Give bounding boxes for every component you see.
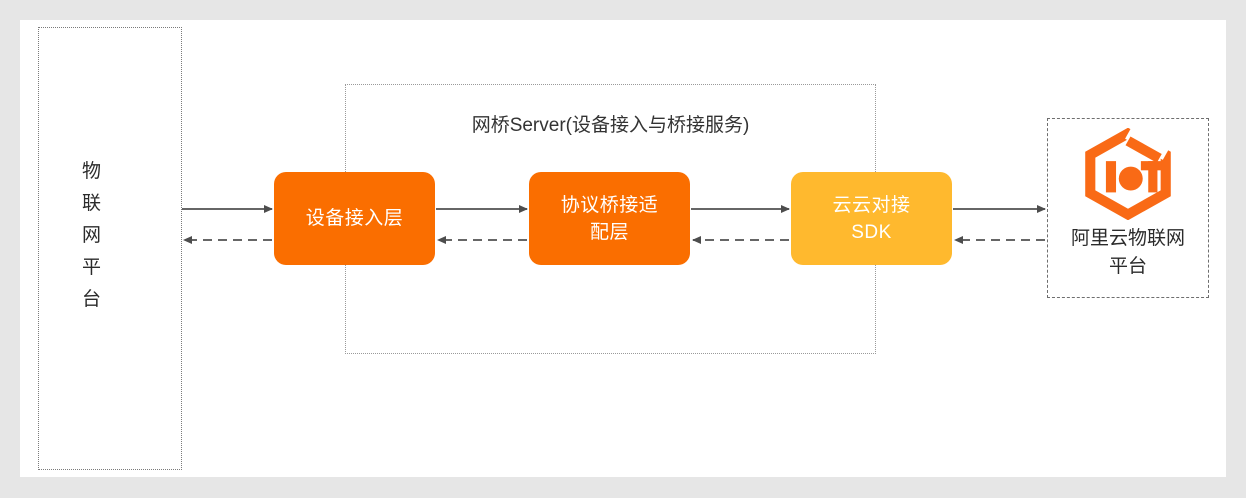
cloud-to-cloud-sdk-box[interactable]: 云云对接 SDK xyxy=(791,172,952,265)
alibaba-cloud-iot-platform-label: 阿里云物联网 平台 xyxy=(1070,228,1185,277)
iot-hexagon-logo-icon xyxy=(1082,127,1174,221)
protocol-bridge-adapter-layer-box[interactable]: 协议桥接适 配层 xyxy=(529,172,690,265)
iot-platform-box xyxy=(38,27,182,470)
bridge-server-title: 网桥Server(设备接入与桥接服务) xyxy=(471,115,750,136)
device-access-layer-box[interactable]: 设备接入层 xyxy=(274,172,435,265)
alibaba-cloud-iot-platform-box xyxy=(1047,118,1209,298)
diagram-canvas: 物 联 网 平 台 网桥Server(设备接入与桥接服务) 设备接入层 协议桥接… xyxy=(20,20,1226,477)
iot-platform-label: 物 联 网 平 台 xyxy=(81,161,102,310)
